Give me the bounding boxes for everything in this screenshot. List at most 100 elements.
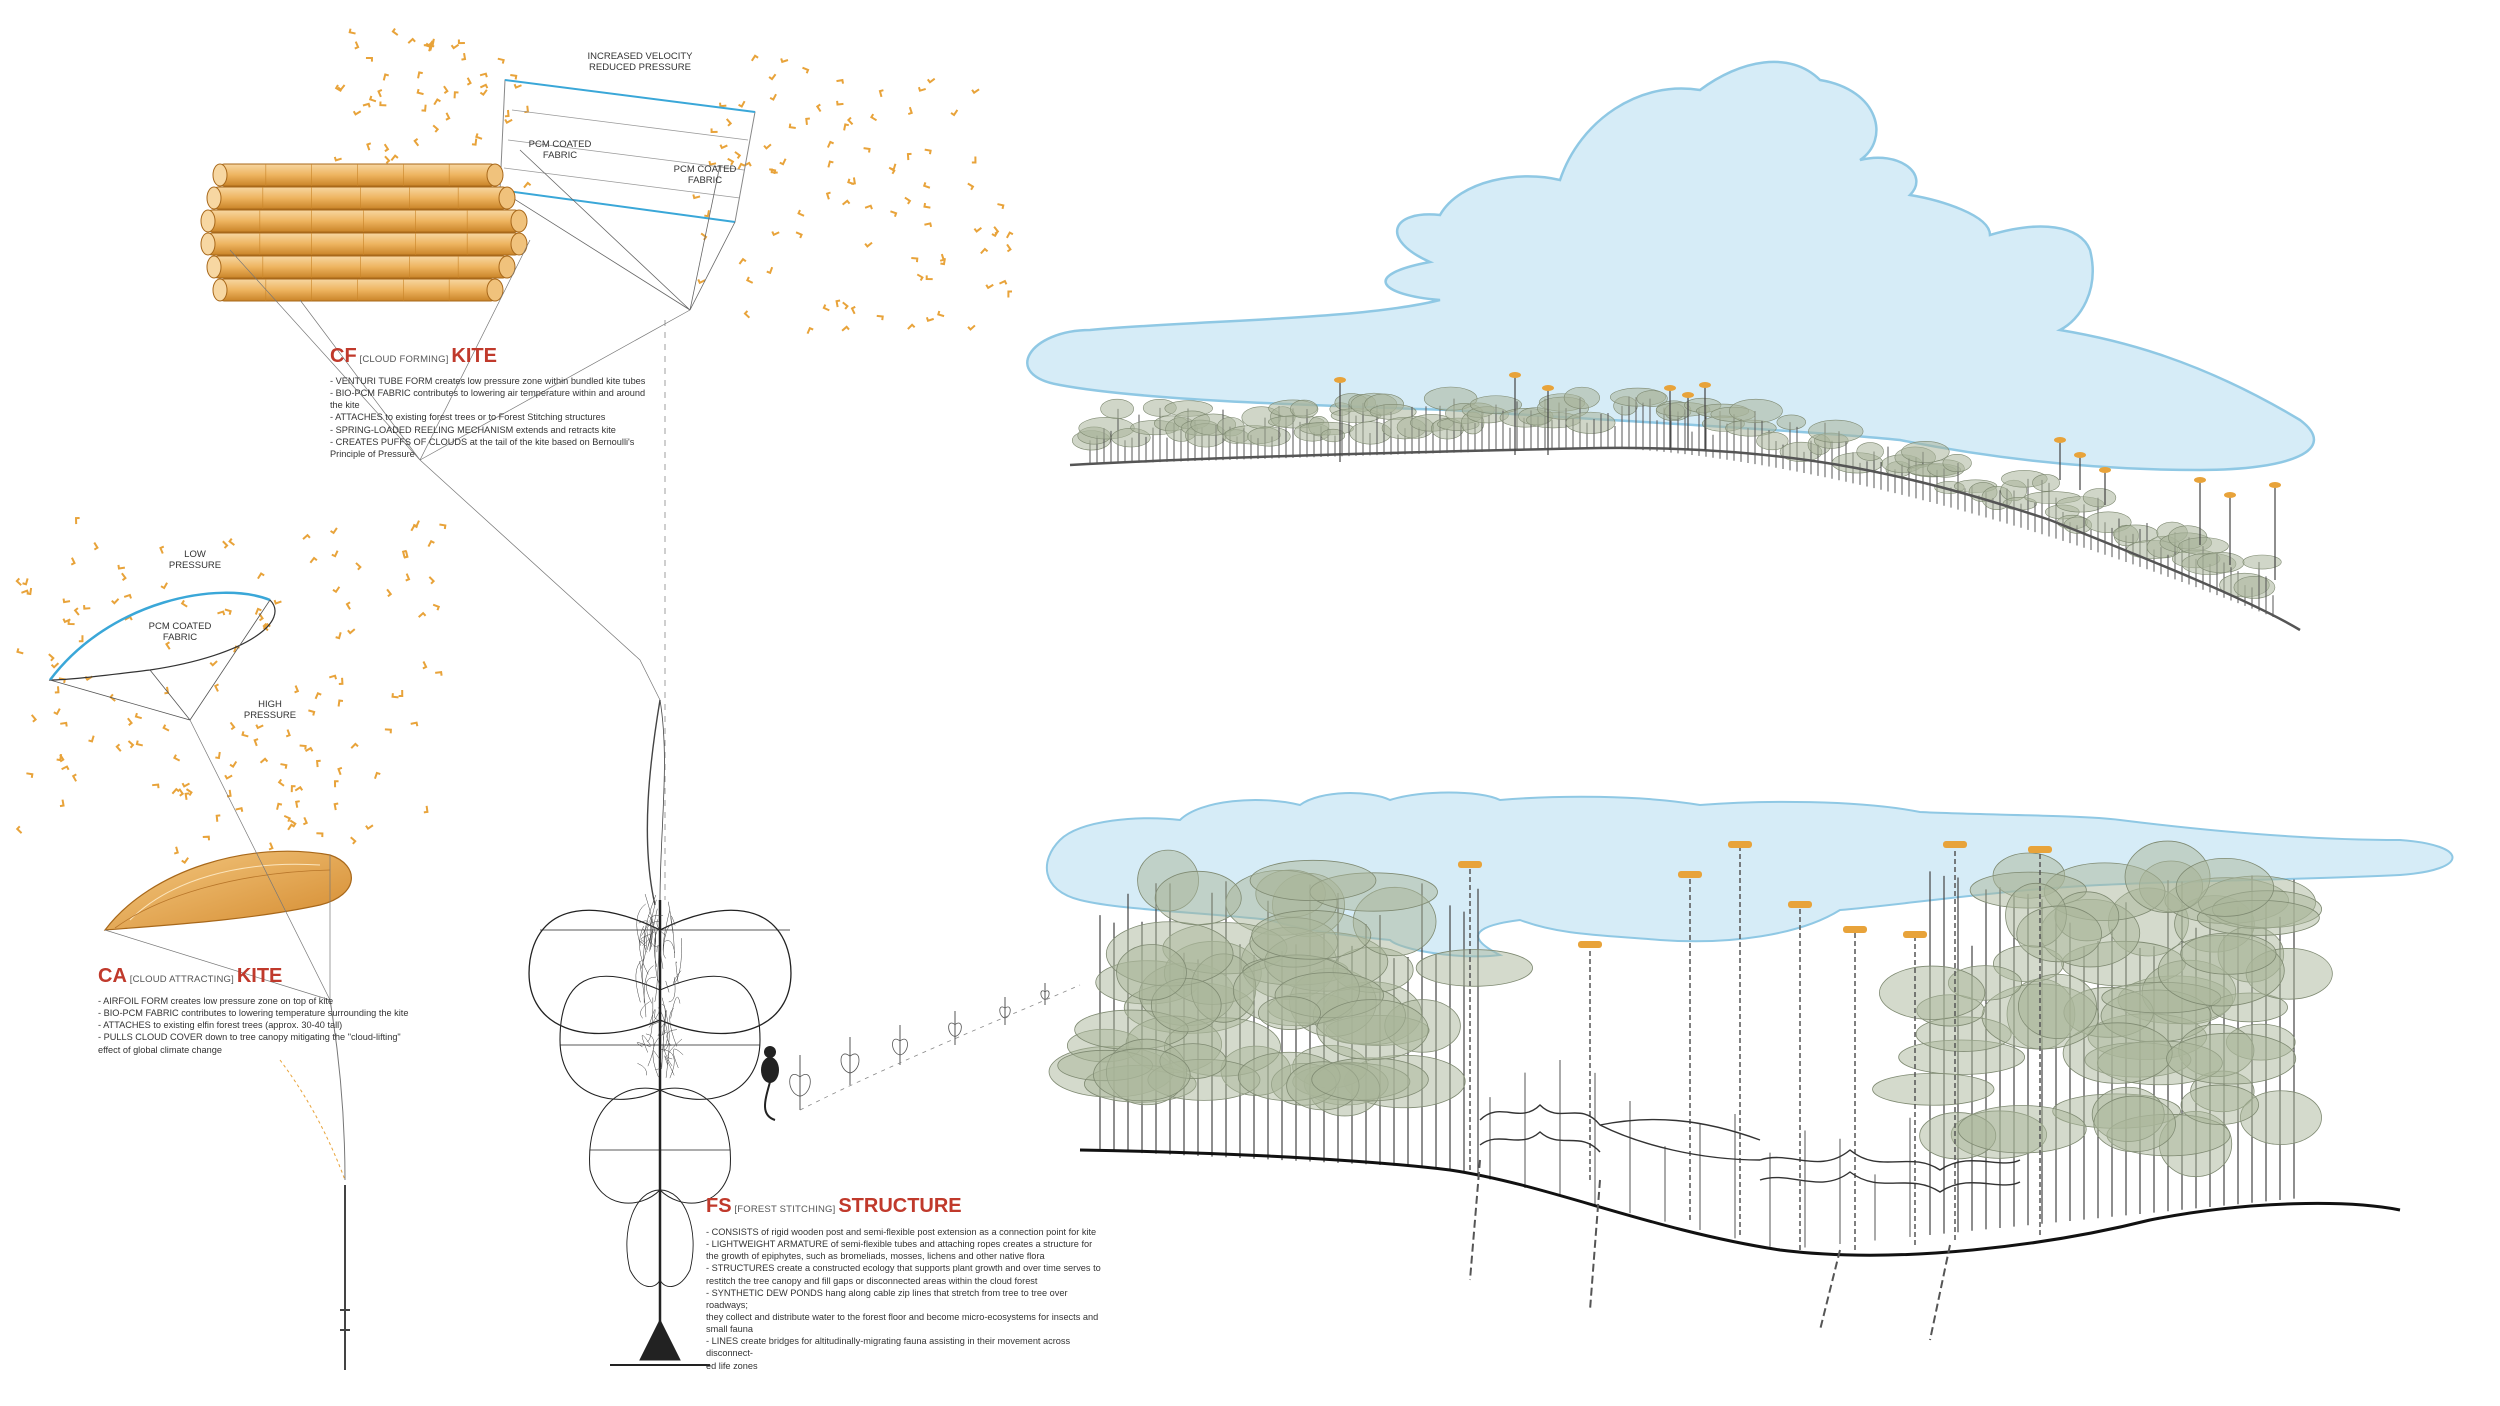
wind-tick [159, 545, 165, 554]
wind-tick [710, 128, 718, 134]
wind-tick [450, 43, 460, 50]
wind-tick [61, 765, 70, 771]
wind-tick [308, 709, 316, 716]
cf-tube-end [510, 232, 528, 256]
bottom-kite [1458, 861, 1482, 868]
bottom-tree-canopy [2166, 1032, 2297, 1085]
wind-tick [215, 751, 221, 760]
wind-tick [56, 753, 63, 762]
ca-list-item: effect of global climate change [98, 1044, 222, 1055]
wind-tick [973, 226, 982, 233]
wind-tick [257, 572, 265, 580]
wind-tick [255, 724, 264, 730]
wind-tick [417, 71, 423, 79]
wind-tick [123, 593, 132, 599]
epiphyte-strand [639, 925, 649, 975]
wind-tick [421, 104, 427, 112]
fs-title-sub: [FOREST STITCHING] [731, 1204, 839, 1215]
ca-anchor-pole [340, 1185, 350, 1370]
wind-tick [53, 708, 61, 716]
top-ground-line [1069, 446, 2301, 632]
wind-tick [352, 110, 362, 116]
wind-tick [843, 123, 850, 131]
top-kite [2074, 452, 2086, 458]
wind-tick [847, 178, 855, 186]
ca-title-kind: KITE [236, 965, 283, 987]
top-kite [2099, 467, 2111, 473]
wind-tick [768, 73, 777, 81]
wind-tick [766, 266, 774, 275]
wind-tick [1007, 290, 1013, 298]
epiphyte-strand [648, 1007, 660, 1028]
ca-title-code: CA [98, 965, 127, 987]
wind-tick [330, 527, 338, 535]
wind-tick [213, 683, 219, 692]
bottom-tree-canopy [1316, 999, 1429, 1061]
epiphyte-strand [656, 944, 664, 969]
wind-tick [779, 158, 787, 166]
wind-tick [15, 577, 22, 586]
wind-tick [971, 156, 977, 164]
top-tree-canopy [1469, 395, 1522, 414]
bottom-tree-canopy [1251, 910, 1372, 960]
epiphyte-strand [640, 933, 653, 942]
wind-tick [826, 140, 835, 148]
cf-tube-end [486, 163, 504, 187]
epiphyte-strand [649, 899, 658, 948]
wind-tick [88, 735, 95, 743]
wind-tick [350, 836, 357, 845]
fs-distant-structures [789, 983, 1050, 1110]
wind-tick [926, 77, 936, 84]
top-tree-canopy [2242, 554, 2282, 570]
fs-list-item: ed life zones [706, 1360, 758, 1371]
fs-list-item: restitch the tree canopy and fill gaps o… [706, 1275, 1038, 1286]
wind-tick [337, 699, 344, 707]
wind-tick [802, 66, 810, 74]
top-tree-canopy [2082, 488, 2117, 508]
wind-tick [78, 635, 84, 643]
fs-list-item: - STRUCTURES create a constructed ecolog… [706, 1263, 1101, 1274]
wind-tick [457, 39, 465, 45]
wind-tick [178, 788, 185, 797]
wind-tick [224, 774, 233, 780]
wind-tick [224, 608, 232, 615]
wind-tick [173, 754, 181, 762]
wind-tick [911, 257, 919, 263]
wind-tick [743, 310, 751, 319]
wind-tick [815, 103, 822, 113]
wind-tick [184, 792, 190, 800]
wind-tick [335, 632, 342, 640]
epiphyte-strand [654, 946, 660, 1003]
wind-tick [350, 742, 359, 749]
wind-tick [907, 106, 913, 115]
fs-structure [528, 900, 792, 1366]
wind-tick [181, 782, 190, 788]
top-kite [2054, 437, 2066, 443]
bottom-kite [1678, 871, 1702, 878]
wind-tick [160, 582, 168, 590]
epiphyte-strand [646, 920, 660, 947]
wind-tick [333, 802, 339, 811]
fs-title: FS [FOREST STITCHING] STRUCTURE [706, 1195, 962, 1218]
wind-tick [222, 540, 229, 549]
label-ca-low: LOW PRESSURE [168, 549, 222, 571]
wind-tick [268, 842, 274, 851]
wind-tick [904, 196, 912, 205]
wind-tick [15, 825, 23, 834]
wind-tick [366, 142, 372, 151]
epiphyte-strand [667, 1038, 683, 1060]
wind-tick [365, 56, 373, 62]
wind-tick [427, 539, 435, 548]
wind-tick [410, 524, 418, 532]
wind-tick [355, 562, 362, 571]
epiphyte-strand [665, 980, 670, 993]
wind-tick [745, 276, 754, 284]
fs-title-code: FS [706, 1195, 732, 1217]
wind-tick [479, 89, 488, 97]
wind-tick [453, 91, 459, 99]
wind-tick [254, 607, 262, 615]
wind-tick [937, 310, 945, 318]
wind-tick [347, 628, 356, 635]
epiphyte-strand [663, 923, 672, 953]
top-tree-canopy [1565, 411, 1616, 434]
